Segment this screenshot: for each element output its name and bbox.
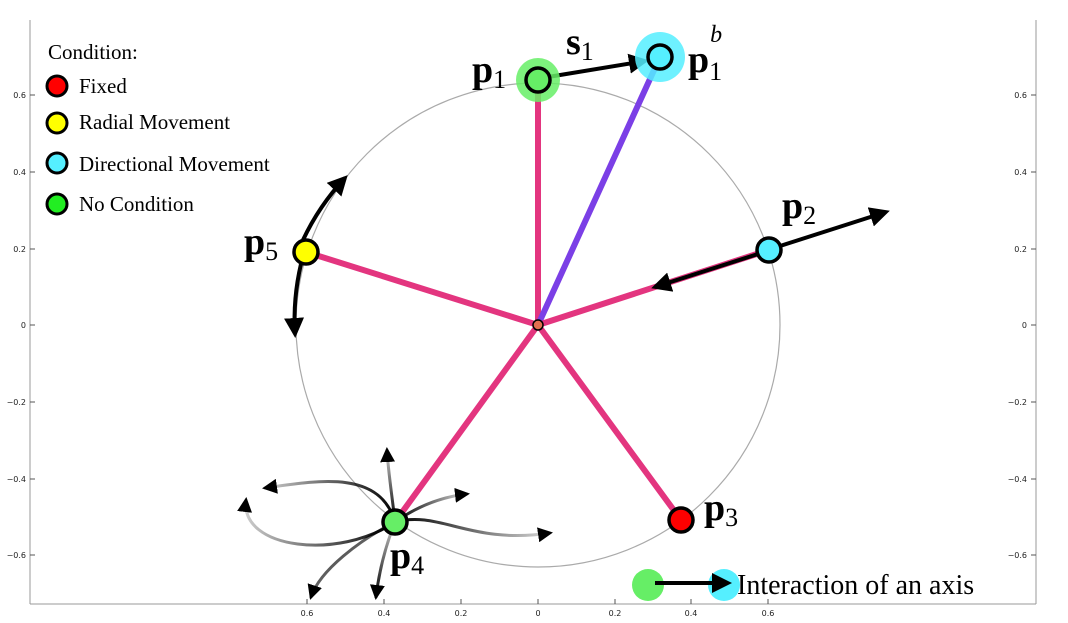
spoke-p3 bbox=[535, 322, 684, 523]
legend-label: Directional Movement bbox=[79, 152, 270, 176]
label-p2: p2 bbox=[782, 185, 816, 230]
x-tick-label: 0.2 bbox=[609, 609, 622, 618]
x-tick-label: 0.6 bbox=[301, 609, 314, 618]
axes: 0.6 0.4 0.2 0 −0.2 −0.4 −0.6 0.6 0.4 0.2… bbox=[7, 20, 1037, 618]
legend-label: Radial Movement bbox=[79, 110, 230, 134]
legend-swatch-directional bbox=[45, 151, 69, 175]
label-p4: p4 bbox=[390, 535, 424, 580]
spoke-p1b bbox=[535, 54, 663, 328]
y-tick-label: 0.6 bbox=[1014, 91, 1027, 100]
p2-marker bbox=[755, 236, 783, 264]
p3-marker bbox=[667, 506, 695, 534]
p5-radial-arrow-up bbox=[301, 175, 348, 241]
spoke-p4 bbox=[392, 322, 541, 525]
y-tick-label: −0.4 bbox=[1008, 475, 1027, 484]
points bbox=[292, 32, 783, 536]
free-curve bbox=[393, 517, 553, 543]
y-tick-label: 0.4 bbox=[13, 168, 26, 177]
p2-direction-arrow-in bbox=[651, 252, 759, 292]
legend-swatch-none bbox=[45, 192, 69, 216]
legend-label: No Condition bbox=[79, 192, 194, 216]
y-tick-label: −0.2 bbox=[1008, 398, 1027, 407]
y-tick-label: −0.2 bbox=[7, 398, 26, 407]
x-tick-label: 0.4 bbox=[685, 609, 698, 618]
legend-swatch-radial bbox=[45, 111, 69, 135]
x-tick-label: 0 bbox=[535, 609, 540, 618]
label-p1: p1 bbox=[472, 49, 506, 94]
note-green-dot bbox=[632, 569, 664, 601]
label-p1b: p1b bbox=[688, 22, 722, 86]
label-s1: s1 bbox=[566, 21, 594, 66]
right-ticks: 0.6 0.4 0.2 0 −0.2 −0.4 −0.6 bbox=[1008, 91, 1036, 560]
bottom-ticks: 0.6 0.4 0.2 0 0.2 0.4 0.6 bbox=[301, 599, 775, 618]
spokes bbox=[303, 54, 772, 525]
y-tick-label: 0.4 bbox=[1014, 168, 1027, 177]
legend: Condition: Fixed Radial Movement Directi… bbox=[45, 40, 270, 216]
y-tick-label: 0.6 bbox=[13, 91, 26, 100]
interaction-note: Interaction of an axis bbox=[632, 569, 974, 601]
p1-marker bbox=[524, 66, 552, 94]
point-labels: p1 s1 p1b p2 p3 p4 p5 bbox=[244, 21, 816, 580]
label-p3: p3 bbox=[704, 487, 738, 532]
label-p5: p5 bbox=[244, 221, 278, 266]
free-curve bbox=[262, 478, 397, 524]
y-tick-label: 0 bbox=[1022, 321, 1027, 330]
y-tick-label: −0.4 bbox=[7, 475, 26, 484]
legend-label: Fixed bbox=[79, 74, 127, 98]
y-tick-label: 0.2 bbox=[1014, 245, 1027, 254]
x-tick-label: 0.2 bbox=[455, 609, 468, 618]
p5-radial-arrow-down bbox=[284, 263, 305, 338]
y-tick-label: −0.6 bbox=[1008, 551, 1027, 560]
p1b-marker bbox=[646, 43, 674, 71]
free-curve bbox=[237, 497, 397, 547]
note-label: Interaction of an axis bbox=[737, 570, 974, 601]
y-tick-label: 0 bbox=[21, 321, 26, 330]
left-ticks: 0.6 0.4 0.2 0 −0.2 −0.4 −0.6 bbox=[7, 91, 35, 560]
s1-arrow bbox=[547, 53, 649, 79]
legend-title: Condition: bbox=[48, 40, 138, 64]
y-tick-label: −0.6 bbox=[7, 551, 26, 560]
p5-marker bbox=[292, 238, 320, 266]
x-tick-label: 0.6 bbox=[762, 609, 775, 618]
x-tick-label: 0.4 bbox=[378, 609, 391, 618]
movement-arrows bbox=[284, 53, 890, 338]
p4-marker bbox=[381, 508, 409, 536]
y-tick-label: 0.2 bbox=[13, 245, 26, 254]
center-point bbox=[532, 319, 544, 331]
legend-swatch-fixed bbox=[45, 74, 69, 98]
p2-direction-arrow-out bbox=[779, 207, 890, 248]
spoke-p5 bbox=[303, 249, 541, 328]
